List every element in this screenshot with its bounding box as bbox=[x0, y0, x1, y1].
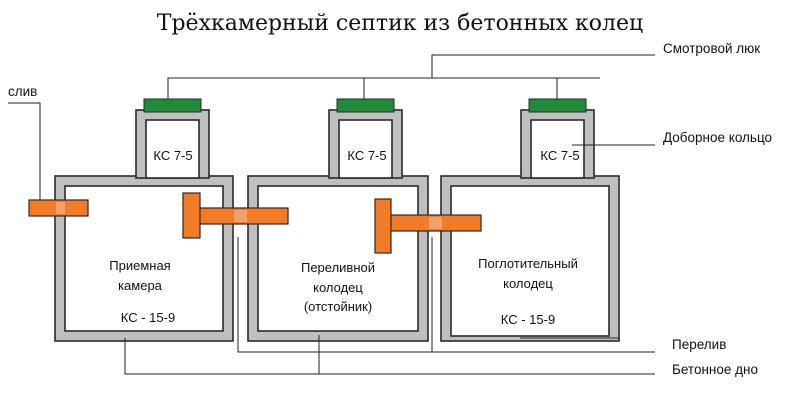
diagram-title: Трёхкамерный септик из бетонных колец bbox=[157, 11, 643, 36]
concrete-bottom-leader bbox=[124, 338, 655, 375]
overflow-pipe-1 bbox=[182, 192, 289, 239]
chamber-2-name-line-3: (отстойник) bbox=[304, 299, 372, 314]
inlet-pipe bbox=[28, 199, 89, 217]
chamber-2-ring-label: КС 7-5 bbox=[347, 148, 386, 163]
hatch-leader bbox=[167, 54, 655, 101]
label-extension-ring: Доборное кольцо bbox=[663, 130, 772, 145]
chamber-3-inner bbox=[450, 185, 610, 337]
chamber-3 bbox=[440, 98, 620, 342]
label-inspection-hatch: Смотровой люк bbox=[663, 41, 760, 56]
drain-leader bbox=[8, 102, 41, 200]
chamber-1-ring-inner bbox=[145, 119, 200, 179]
chamber-3-ring-label: КС 7-5 bbox=[540, 148, 579, 163]
chamber-2-lid bbox=[336, 98, 395, 113]
chamber-1-base-ring: КС - 15-9 bbox=[121, 310, 175, 325]
chamber-3-lid bbox=[528, 98, 587, 113]
chamber-2-name-line-1: Переливной bbox=[301, 260, 375, 275]
chamber-3-base-ring: КС - 15-9 bbox=[501, 312, 555, 327]
chamber-1-name-line-1: Приемная bbox=[109, 258, 170, 273]
chamber-3-name-line-2: колодец bbox=[503, 276, 553, 291]
label-drain: слив bbox=[8, 84, 37, 99]
chamber-2-name-line-2: колодец bbox=[313, 280, 363, 295]
chamber-3-ring-inner bbox=[530, 119, 585, 179]
chamber-3-name-line-1: Поглотительный bbox=[478, 256, 578, 271]
label-concrete-bottom: Бетонное дно bbox=[672, 362, 758, 377]
overflow-pipe-2 bbox=[374, 198, 482, 254]
chamber-1-lid bbox=[143, 98, 202, 113]
chamber-1-ring-label: КС 7-5 bbox=[153, 148, 192, 163]
label-overflow: Перелив bbox=[672, 337, 726, 352]
chamber-2-ring-inner bbox=[338, 119, 393, 179]
overflow-leader bbox=[237, 237, 655, 353]
chamber-1-name-line-2: камера bbox=[118, 278, 163, 293]
